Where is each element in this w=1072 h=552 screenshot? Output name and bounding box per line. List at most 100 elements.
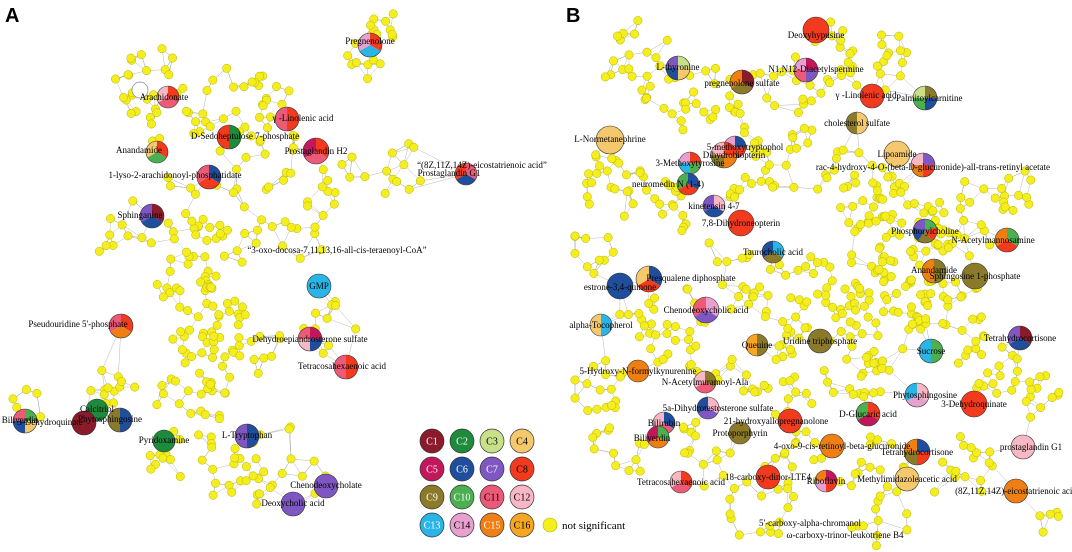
metabolite-node-significant [696, 396, 720, 420]
metabolite-node-not-significant [783, 484, 793, 494]
metabolite-node-not-significant [691, 341, 701, 351]
metabolite-node-not-significant [771, 355, 781, 364]
metabolite-node-not-significant [103, 383, 113, 393]
metabolite-node-not-significant [801, 427, 811, 437]
metabolite-node-not-significant [208, 464, 218, 474]
metabolite-node-not-significant [279, 175, 289, 185]
metabolite-node-not-significant [873, 331, 883, 341]
metabolite-node-not-significant [239, 82, 249, 92]
metabolite-node-not-significant [165, 181, 175, 191]
metabolite-node-significant [728, 421, 752, 445]
network-edge [878, 520, 908, 531]
metabolite-node-not-significant [976, 312, 986, 322]
metabolite-node-not-significant [202, 86, 212, 95]
metabolite-node-not-significant [691, 431, 700, 441]
metabolite-node-not-significant [628, 199, 638, 209]
metabolite-node-not-significant [684, 335, 693, 345]
metabolite-node-not-significant [240, 229, 250, 238]
metabolite-node-significant [761, 240, 785, 264]
metabolite-label: 5-methoxytryptophol [707, 142, 784, 152]
metabolite-node-not-significant [1012, 354, 1022, 364]
metabolite-node-not-significant [588, 361, 598, 371]
metabolite-label: L-Palmitoylcarnitine [888, 93, 963, 103]
metabolite-node-not-significant [634, 309, 644, 318]
metabolite-node-not-significant [680, 448, 689, 458]
metabolite-label: Lipoamide [878, 149, 917, 159]
metabolite-label: rac-4-hydroxy-4-O-(beta-D-glucuronide)-a… [816, 162, 1050, 172]
metabolite-node-not-significant [186, 408, 196, 418]
metabolite-label: 4-oxo-9-cis-retinoyl-beta-glucuronide [774, 441, 910, 451]
metabolite-node-not-significant [972, 448, 982, 458]
metabolite-node-not-significant [725, 91, 735, 101]
metabolite-label: Anandamide [911, 265, 957, 275]
metabolite-label: cholesterol sulfate [824, 118, 890, 128]
metabolite-node-significant [807, 328, 833, 354]
metabolite-node-not-significant [128, 196, 138, 206]
metabolite-node-not-significant [712, 257, 722, 267]
metabolite-node-not-significant [1022, 192, 1032, 202]
metabolite-node-not-significant [874, 264, 884, 274]
legend-swatch-c1 [419, 428, 445, 454]
metabolite-node-not-significant [802, 297, 812, 307]
metabolite-node-not-significant [829, 165, 839, 175]
metabolite-label: Presqualene diphosphate [646, 273, 735, 283]
metabolite-node-not-significant [227, 487, 237, 497]
metabolite-node-significant [845, 111, 869, 135]
metabolite-node-significant [777, 408, 803, 434]
metabolite-node-not-significant [686, 360, 696, 369]
metabolite-node-not-significant [699, 481, 709, 491]
metabolite-node-not-significant [639, 321, 649, 331]
metabolite-node-not-significant [366, 20, 375, 30]
metabolite-node-not-significant [168, 334, 178, 344]
metabolite-node-not-significant [252, 499, 262, 509]
metabolite-node-not-significant [734, 530, 744, 540]
metabolite-node-not-significant [594, 255, 604, 265]
metabolite-node-not-significant [190, 189, 200, 199]
metabolite-node-not-significant [194, 430, 203, 440]
metabolite-node-not-significant [329, 199, 339, 209]
metabolite-node-not-significant [267, 222, 277, 231]
metabolite-node-not-significant [800, 323, 810, 333]
metabolite-node-not-significant [788, 133, 798, 143]
metabolite-node-not-significant [324, 340, 333, 350]
legend-key-label: C3 [486, 437, 498, 448]
metabolite-node-not-significant [868, 178, 878, 188]
metabolite-node-not-significant [848, 389, 858, 399]
metabolite-node-not-significant [739, 128, 749, 138]
metabolite-node-not-significant [105, 230, 115, 240]
metabolite-node-not-significant [847, 258, 856, 268]
metabolite-node-not-significant [1026, 175, 1036, 185]
metabolite-node-not-significant [1053, 511, 1063, 521]
metabolite-node-not-significant [288, 143, 298, 153]
panel-a-letter: A [5, 5, 19, 27]
metabolite-node-not-significant [644, 298, 654, 308]
metabolite-node-not-significant [212, 320, 222, 330]
metabolite-node-not-significant [317, 182, 327, 192]
metabolite-node-not-significant [819, 366, 829, 376]
metabolite-node-not-significant [836, 327, 846, 336]
metabolite-node-not-significant [231, 164, 241, 174]
metabolite-label: Calcitriol [80, 404, 114, 414]
metabolite-node-not-significant [241, 152, 251, 162]
legend-key-label: C6 [456, 465, 468, 476]
metabolite-node-not-significant [831, 313, 841, 323]
metabolite-node-significant [903, 438, 931, 466]
metabolite-node-not-significant [894, 31, 904, 41]
metabolite-node-significant [606, 272, 634, 300]
metabolite-node-not-significant [343, 51, 353, 61]
metabolite-node-not-significant [667, 109, 677, 119]
metabolite-node-not-significant [176, 327, 186, 337]
metabolite-node-not-significant [255, 489, 264, 499]
metabolite-node-not-significant [886, 256, 895, 266]
metabolite-node-not-significant [310, 222, 320, 232]
metabolite-node-significant [589, 313, 613, 337]
metabolite-node-significant [152, 429, 176, 453]
metabolite-label: Tetracosahexaenoic acid [298, 361, 387, 371]
metabolite-node-not-significant [794, 108, 803, 117]
metabolite-node-not-significant [725, 448, 735, 458]
metabolite-node-significant [196, 164, 222, 190]
metabolite-node-not-significant [863, 312, 873, 322]
legend-key-label: C2 [456, 437, 468, 448]
